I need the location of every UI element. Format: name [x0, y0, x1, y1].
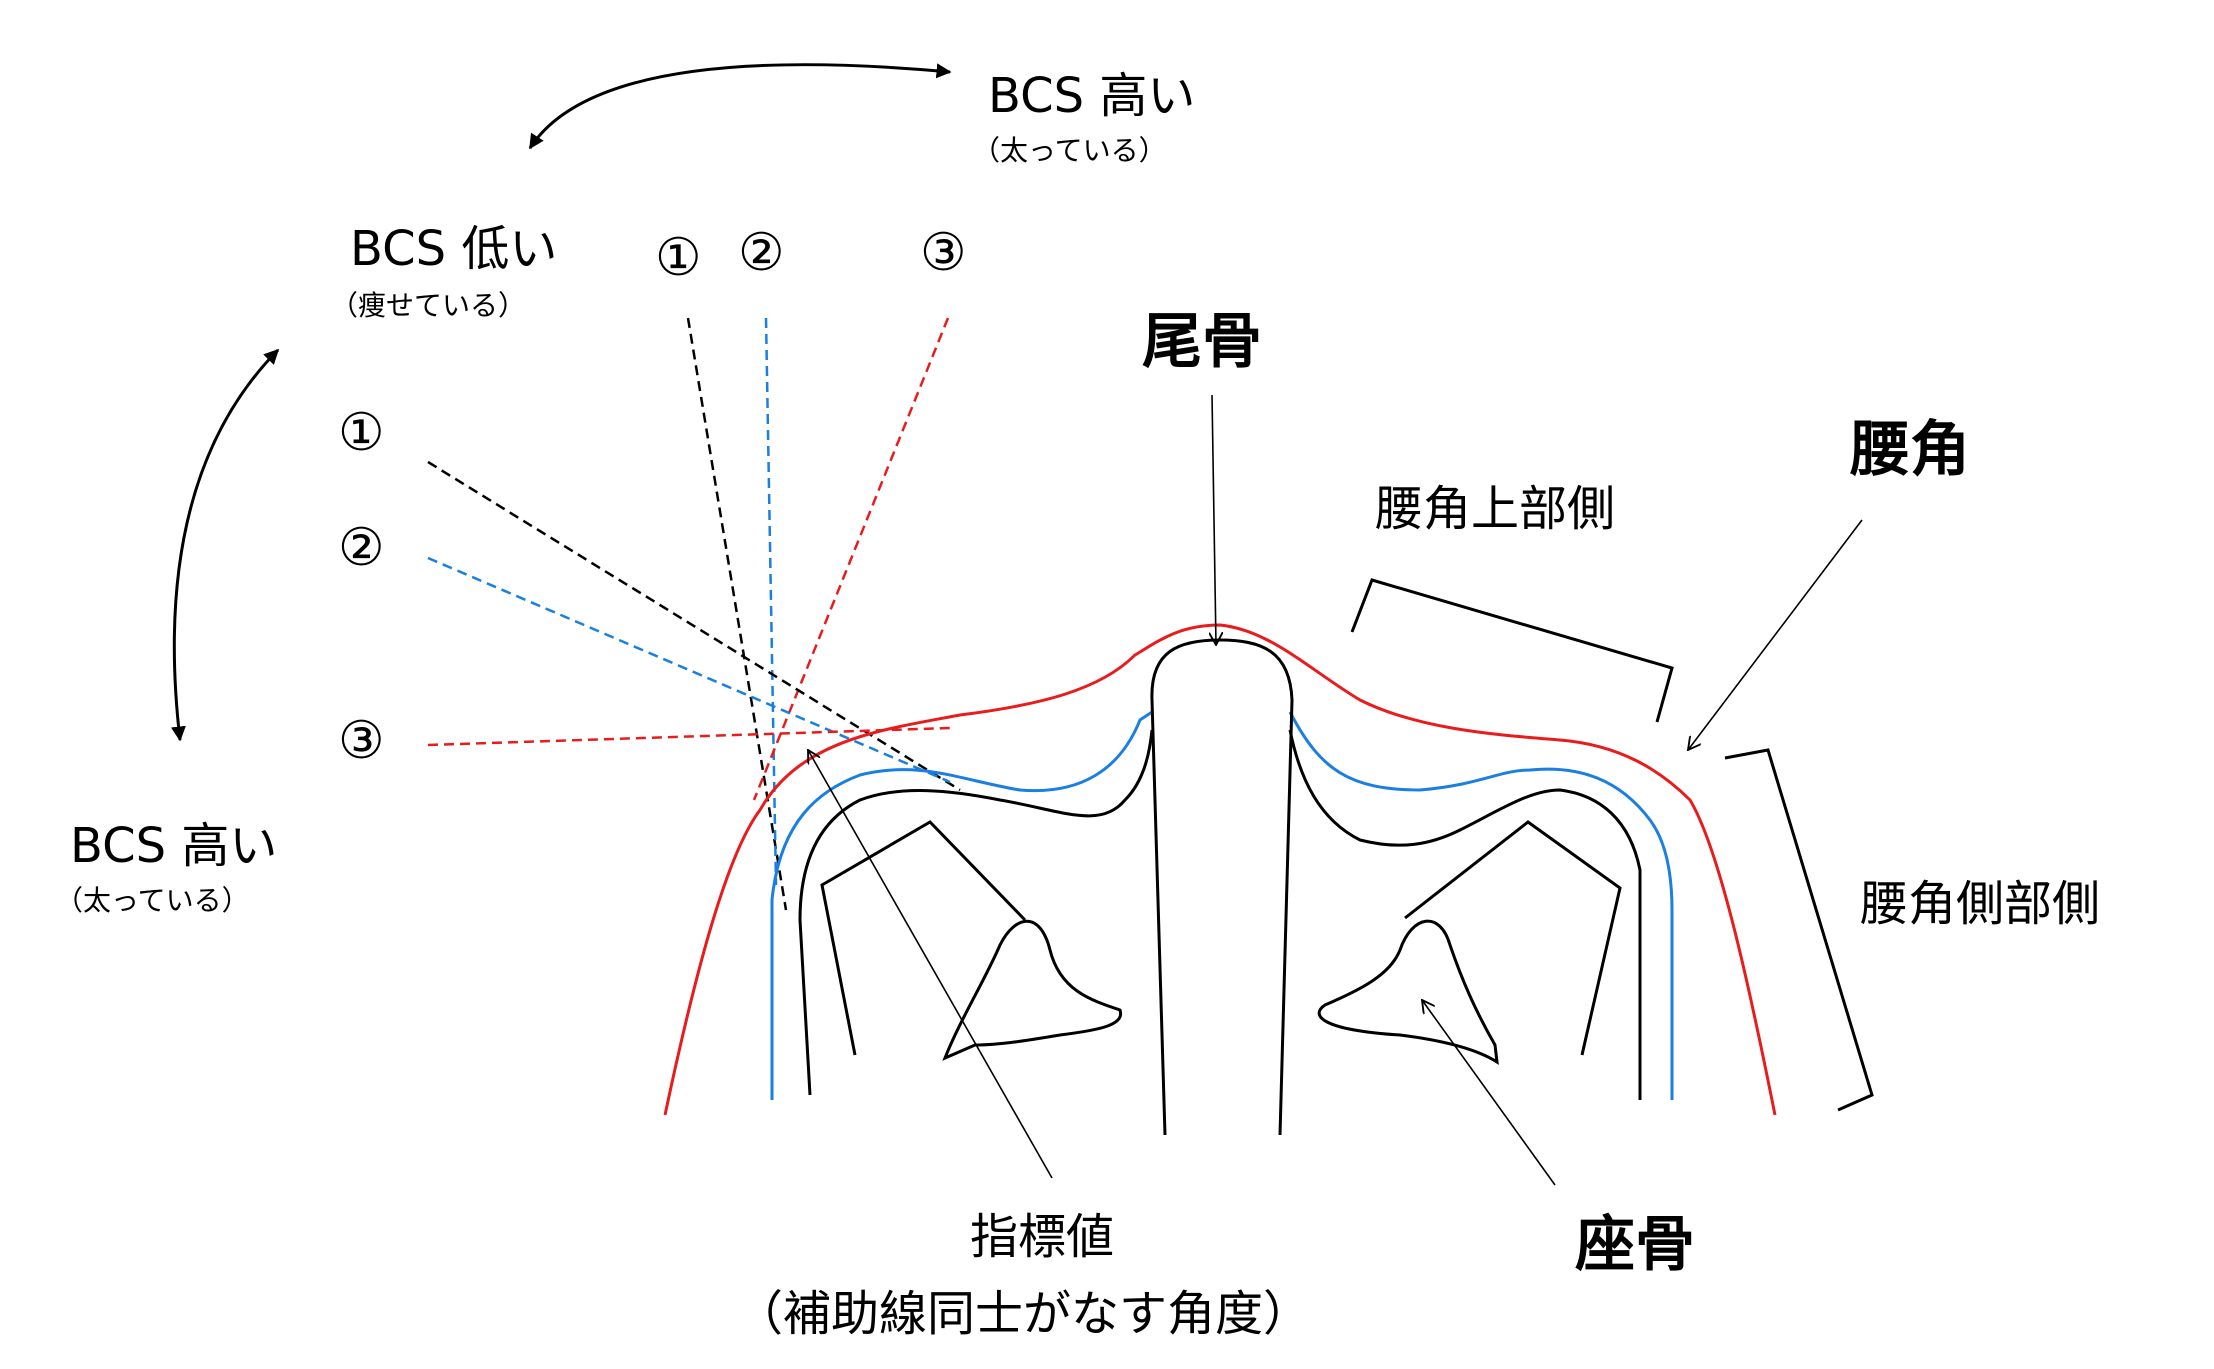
bcs-high-left-sublabel: （太っている）	[55, 884, 250, 917]
hip-upper-side-label: 腰角上部側	[1375, 481, 1615, 537]
aux-line-left-1	[427, 460, 961, 792]
left-curved-arrow	[171, 348, 280, 742]
ischium-left	[942, 919, 1123, 1061]
hip-corner-pointer	[1688, 519, 1863, 750]
ischium-pointer	[1422, 1000, 1556, 1186]
ischium-label: 座骨	[1575, 1210, 1695, 1280]
lateral-side-bracket	[1724, 748, 1874, 1112]
ischium-right	[1317, 919, 1499, 1065]
aux-line-top-1	[686, 317, 788, 911]
outline-black	[798, 729, 1642, 1100]
marker-top-3: ③	[920, 223, 967, 283]
marker-top-2: ②	[738, 223, 785, 283]
bcs-low-label: BCS 低い	[350, 221, 557, 277]
marker-left-2: ②	[338, 518, 385, 578]
aux-line-left-3	[427, 726, 951, 747]
coccyx-label: 尾骨	[1142, 307, 1262, 377]
bcs-high-left-label: BCS 高い	[70, 818, 277, 874]
pelvis-right-frame	[1404, 820, 1622, 1056]
aux-line-top-3	[752, 317, 950, 801]
marker-left-1: ①	[338, 403, 385, 463]
bcs-low-sublabel: （痩せている）	[330, 289, 526, 322]
marker-left-3: ③	[338, 711, 385, 771]
index-value-label: 指標値	[970, 1209, 1114, 1265]
hip-corner-label: 腰角	[1849, 415, 1970, 485]
pelvis-left-frame	[820, 820, 1027, 1056]
hip-lateral-side-label: 腰角側部側	[1860, 876, 2100, 932]
tailbone	[1150, 638, 1294, 1136]
aux-line-left-2	[427, 556, 951, 784]
marker-top-1: ①	[655, 228, 702, 288]
upper-side-bracket	[1350, 578, 1674, 723]
index-value-pointer	[808, 750, 1053, 1179]
coccyx-pointer	[1212, 394, 1216, 645]
top-curved-arrow	[528, 63, 952, 150]
outline-blue	[770, 710, 1674, 1100]
bcs-high-top-sublabel: （太っている）	[972, 134, 1167, 167]
bcs-high-top-label: BCS 高い	[988, 68, 1195, 124]
outline-red	[663, 623, 1777, 1116]
index-value-sublabel: （補助線同士がなす角度）	[735, 1286, 1311, 1342]
